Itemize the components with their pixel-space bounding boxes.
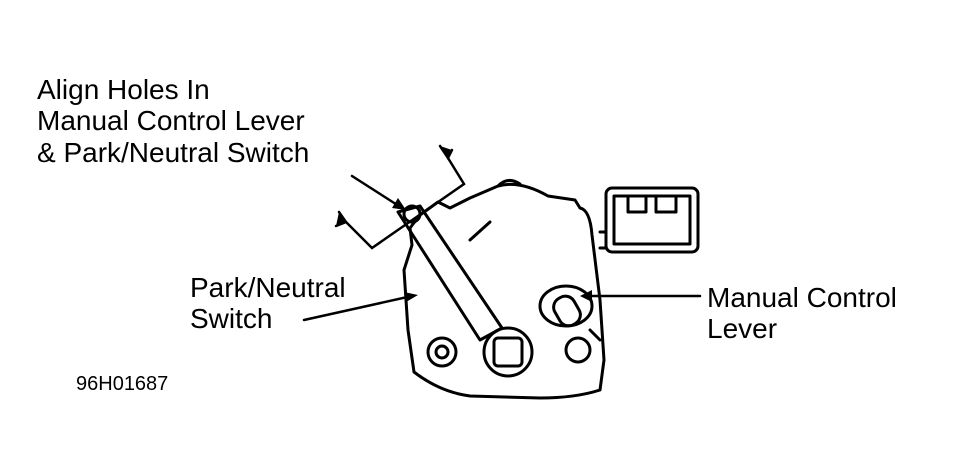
housing-detail (468, 220, 602, 342)
switch-housing (402, 182, 606, 400)
rotation-arrow-ccw (344, 156, 466, 250)
label-align-holes-line1: Align Holes In (37, 74, 210, 105)
label-align-holes-line2: Manual Control Lever (37, 105, 305, 137)
center-bolt-washer (482, 326, 534, 378)
label-align-holes: Align Holes In Manual Control Lever & Pa… (37, 74, 309, 168)
manual-control-lever-arm (396, 204, 504, 342)
mount-hole-right (564, 336, 592, 364)
leader-align-holes (350, 174, 404, 210)
connector-ridge (598, 230, 608, 250)
label-manual-lever-line2: Lever (707, 313, 778, 345)
connector-slot (626, 194, 678, 214)
label-manual-lever-line1: Manual Control (707, 282, 897, 313)
label-park-neutral-line1: Park/Neutral (190, 272, 346, 303)
center-bolt-head (492, 336, 524, 368)
leader-park-neutral (302, 294, 414, 322)
label-align-holes-line3: & Park/Neutral Switch (37, 136, 310, 168)
manual-lever-hub (538, 284, 594, 328)
housing-top-lobe (496, 179, 522, 188)
label-manual-control-lever: Manual Control Lever (707, 282, 897, 345)
switch-connector (604, 186, 700, 254)
mount-hole-left-inner (434, 344, 450, 360)
label-park-neutral-switch: Park/Neutral Switch (190, 272, 346, 335)
figure-code: 96H01687 (76, 373, 169, 395)
mount-hole-left (426, 336, 458, 368)
manual-lever-slot (552, 294, 582, 328)
connector-inner (612, 194, 692, 246)
label-park-neutral-line2: Switch (190, 303, 273, 335)
